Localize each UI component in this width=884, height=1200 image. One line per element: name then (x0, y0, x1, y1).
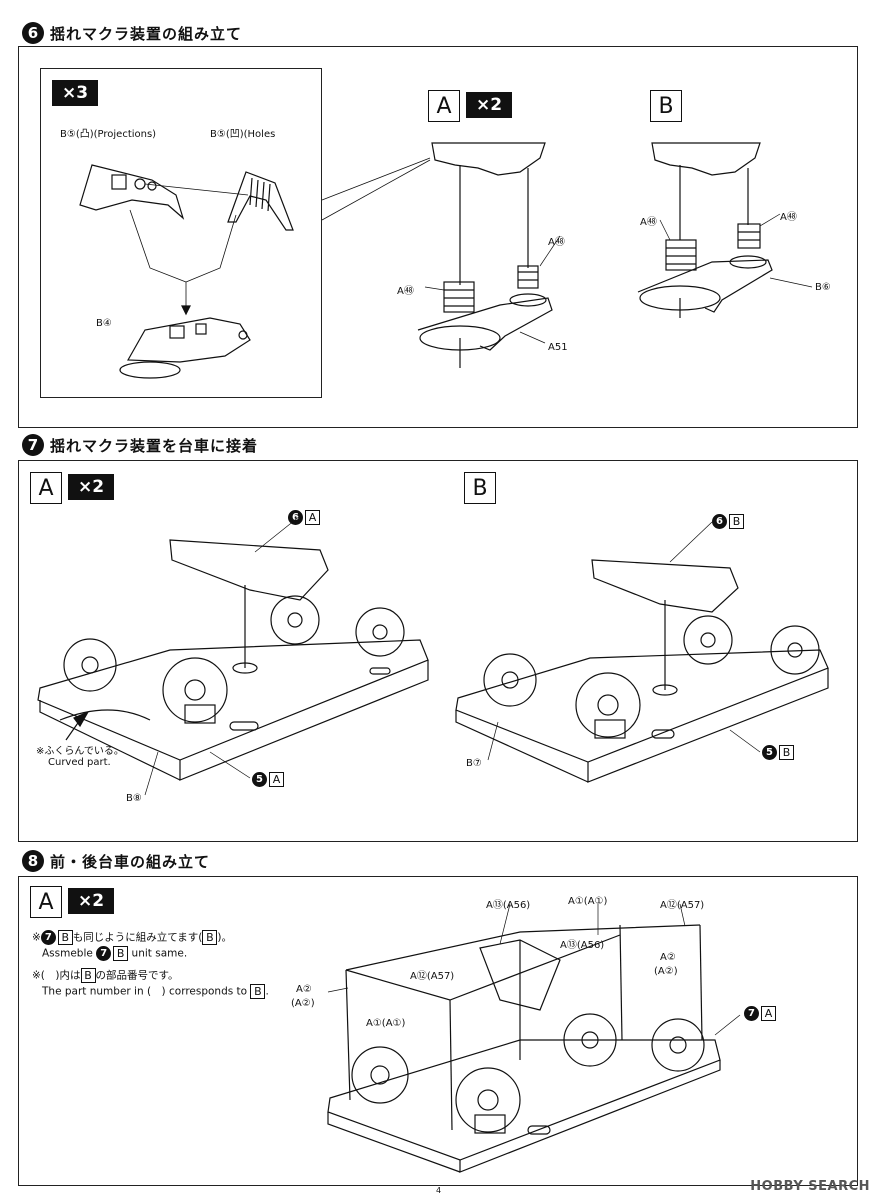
part-label: A㊽ (640, 217, 657, 228)
variant-box: A (428, 90, 460, 122)
variant-box: A (30, 472, 62, 504)
part-label: A㊽ (397, 286, 414, 297)
part-label: B④ (96, 318, 112, 329)
part-label: A①(A①) (568, 896, 608, 907)
part-b4 (119, 317, 251, 379)
part-label: A② (296, 984, 312, 995)
step-7-frame (18, 460, 858, 842)
part-label: A② (660, 952, 676, 963)
step-title: 前・後台車の組み立て (50, 852, 211, 871)
times-badge: ×2 (68, 888, 115, 914)
step-number: 8 (22, 850, 44, 872)
assembly-6a (417, 142, 553, 368)
part-label: A⑫(A57) (410, 971, 455, 982)
assembly-6b (637, 142, 773, 318)
bogie-7a (37, 539, 429, 781)
variant-box: B (650, 90, 682, 122)
leader-line (144, 183, 249, 196)
part-label: A⑬(A56) (486, 900, 531, 911)
part-label: A51 (548, 342, 568, 353)
step-title: 揺れマクラ装置の組み立て (50, 24, 243, 43)
part-label: (A②) (291, 998, 315, 1009)
note-en: Curved part. (48, 757, 111, 768)
note-jp: ※ふくらんでいる。 (36, 746, 124, 757)
step-6-inset (40, 68, 322, 398)
part-label: A㊽ (780, 212, 797, 223)
part-label: A⑬(A56) (560, 940, 605, 951)
part-label: B⑥ (815, 282, 831, 293)
part-label: A①(A①) (366, 1018, 406, 1029)
times-badge: ×3 (52, 80, 99, 106)
bogie-7b (455, 559, 829, 783)
bogie-8 (327, 924, 721, 1173)
times-badge: ×2 (466, 92, 513, 118)
watermark: HOBBY SEARCH (750, 1179, 870, 1194)
step-number: 6 (22, 22, 44, 44)
step-number: 7 (22, 434, 44, 456)
part-label: B⑤(凹)(Holes (210, 129, 276, 140)
part-b5-projections (79, 164, 185, 220)
variant-box: B (464, 472, 496, 504)
part-label: A㊽ (548, 237, 565, 248)
page-number: 4 (436, 1186, 442, 1195)
variant-box: A (30, 886, 62, 918)
step-8-frame (18, 876, 858, 1186)
part-label: B⑤(凸)(Projections) (60, 129, 157, 140)
part-b5-holes (227, 171, 294, 231)
part-label: B⑧ (126, 793, 142, 804)
step-7-heading: 7 揺れマクラ装置を台車に接着 (22, 434, 258, 456)
step-6-frame (18, 46, 858, 428)
times-badge: ×2 (68, 474, 115, 500)
step-8-heading: 8 前・後台車の組み立て (22, 850, 210, 872)
part-label: A⑫(A57) (660, 900, 705, 911)
part-label: (A②) (654, 966, 678, 977)
note-2-en: The part number in ( ) corresponds to B. (42, 984, 269, 999)
step-title: 揺れマクラ装置を台車に接着 (50, 436, 259, 455)
part-label: B⑦ (466, 758, 482, 769)
step-6-heading: 6 揺れマクラ装置の組み立て (22, 22, 242, 44)
